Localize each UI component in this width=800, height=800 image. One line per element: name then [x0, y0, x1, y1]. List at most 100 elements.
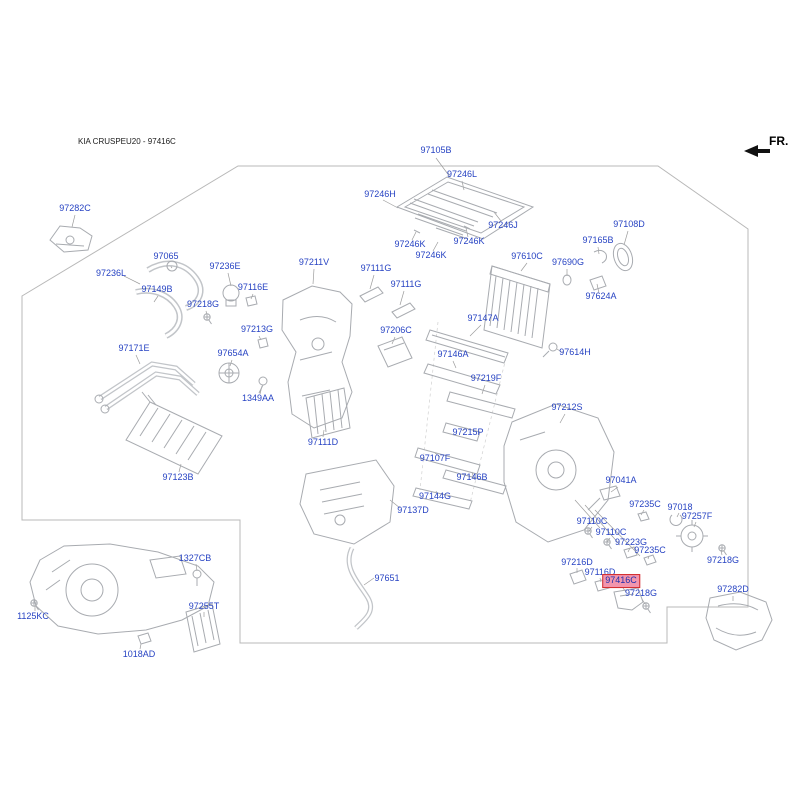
- part-label[interactable]: 97147A: [467, 313, 499, 324]
- part-label[interactable]: 97165B: [582, 235, 614, 246]
- part-actuator-97416C: [613, 587, 644, 611]
- part-label[interactable]: 97246K: [415, 250, 447, 261]
- part-label[interactable]: 97111D: [307, 437, 339, 448]
- part-label[interactable]: 97105B: [420, 145, 452, 156]
- part-label[interactable]: 97246L: [446, 169, 478, 180]
- part-blower-assembly: [29, 543, 215, 635]
- part-label[interactable]: 97654A: [217, 348, 249, 359]
- part-label[interactable]: 97218G: [706, 555, 740, 566]
- part-strip-97111G-b: [391, 302, 416, 319]
- part-label[interactable]: 97171E: [118, 343, 150, 354]
- part-heater-core: [125, 391, 223, 475]
- part-slats-97111D: [305, 387, 351, 439]
- part-filter-97255T: [185, 603, 221, 653]
- part-97624A: [589, 275, 607, 291]
- part-label[interactable]: 97110C: [576, 516, 608, 527]
- part-label[interactable]: 97212S: [551, 402, 583, 413]
- part-evaporator-97610C: [483, 265, 551, 349]
- part-label[interactable]: 97246K: [453, 236, 485, 247]
- part-clip-97165B: [593, 249, 607, 264]
- part-label[interactable]: 97146A: [437, 349, 469, 360]
- part-strips-stack: [412, 329, 516, 510]
- part-duct-97282D: [705, 591, 773, 651]
- part-label[interactable]: 97144G: [418, 491, 452, 502]
- part-ring-97108D: [612, 242, 634, 272]
- part-label[interactable]: 97065: [153, 251, 179, 262]
- part-label[interactable]: 97690G: [551, 257, 585, 268]
- part-motor-97257F: [676, 520, 708, 552]
- part-label[interactable]: 97213G: [240, 324, 274, 335]
- part-label[interactable]: 1327CB: [178, 553, 212, 564]
- part-97223G: [623, 546, 638, 559]
- part-label[interactable]: 97123B: [162, 472, 194, 483]
- part-lower-case-97137D: [299, 459, 395, 545]
- part-label[interactable]: 97223G: [614, 537, 648, 548]
- part-label[interactable]: 97219F: [470, 373, 502, 384]
- part-label[interactable]: 97218G: [186, 299, 220, 310]
- part-actuator-97236E: [222, 284, 240, 307]
- part-97041A: [599, 485, 621, 501]
- part-label[interactable]: 97149B: [141, 284, 173, 295]
- part-label[interactable]: 97246K: [394, 239, 426, 250]
- part-label[interactable]: 97111G: [360, 263, 392, 274]
- part-label-selected[interactable]: 97416C: [602, 574, 640, 588]
- part-label[interactable]: 1125KC: [17, 611, 49, 622]
- part-seal-kit: [395, 176, 535, 240]
- part-label[interactable]: 97246J: [488, 220, 518, 231]
- alignment-lines: [419, 321, 507, 504]
- part-label[interactable]: 97257F: [681, 511, 713, 522]
- part-label[interactable]: 97651: [374, 573, 400, 584]
- part-label[interactable]: 97215P: [452, 427, 484, 438]
- part-label[interactable]: 97235C: [634, 545, 666, 556]
- part-label[interactable]: 97111G: [390, 279, 422, 290]
- part-label[interactable]: 97116D: [584, 567, 616, 578]
- catalog-code: KIA CRUSPEU20 - 97416C: [78, 137, 176, 146]
- part-heater-hoses: [135, 260, 204, 339]
- part-bolt-1327CB: [192, 569, 202, 586]
- part-label[interactable]: 97116E: [237, 282, 269, 293]
- part-label[interactable]: 97624A: [585, 291, 617, 302]
- part-case-97212S: [503, 403, 615, 543]
- part-label[interactable]: 97282D: [717, 584, 749, 595]
- part-label[interactable]: 97282C: [59, 203, 91, 214]
- part-label[interactable]: 97235C: [629, 499, 661, 510]
- part-97206C: [377, 336, 413, 368]
- part-label[interactable]: 97218G: [624, 588, 658, 599]
- part-97614H: [542, 342, 558, 358]
- part-label[interactable]: 97108D: [613, 219, 645, 230]
- part-label[interactable]: 1349AA: [241, 393, 275, 404]
- part-label[interactable]: 97137D: [397, 505, 429, 516]
- part-label[interactable]: 97146B: [456, 472, 488, 483]
- part-label[interactable]: 97614H: [559, 347, 591, 358]
- part-label[interactable]: 97107F: [419, 453, 451, 464]
- part-clip-1018AD: [137, 632, 152, 645]
- part-label[interactable]: 97236L: [95, 268, 127, 279]
- part-bracket-97282C: [49, 225, 93, 253]
- part-clip-97235C-a: [637, 511, 650, 522]
- part-label[interactable]: 1018AD: [122, 649, 156, 660]
- part-strip-97111G-a: [359, 286, 384, 303]
- part-label[interactable]: 97211V: [298, 257, 330, 268]
- part-label[interactable]: 97236E: [209, 261, 241, 272]
- part-label[interactable]: 97041A: [605, 475, 637, 486]
- part-label[interactable]: 97246H: [364, 189, 396, 200]
- fr-arrow-icon: [744, 145, 770, 157]
- part-label[interactable]: 97110C: [595, 527, 627, 538]
- part-damper-97654A: [218, 362, 240, 384]
- part-lever-97216D: [569, 569, 587, 585]
- part-label[interactable]: 97018: [667, 502, 693, 513]
- part-label[interactable]: 97255T: [188, 601, 220, 612]
- part-label[interactable]: 97610C: [511, 251, 543, 262]
- part-clip-97235C-b: [643, 554, 657, 566]
- fr-direction-label: FR.: [769, 134, 789, 148]
- part-pipes-97171E: [94, 361, 200, 414]
- part-label[interactable]: 97216D: [561, 557, 593, 568]
- part-oring-97690G: [562, 274, 572, 286]
- part-bolt-1349AA: [258, 376, 268, 394]
- part-label[interactable]: 97206C: [380, 325, 412, 336]
- diagram-border: [21, 165, 749, 644]
- part-97213G: [257, 337, 269, 349]
